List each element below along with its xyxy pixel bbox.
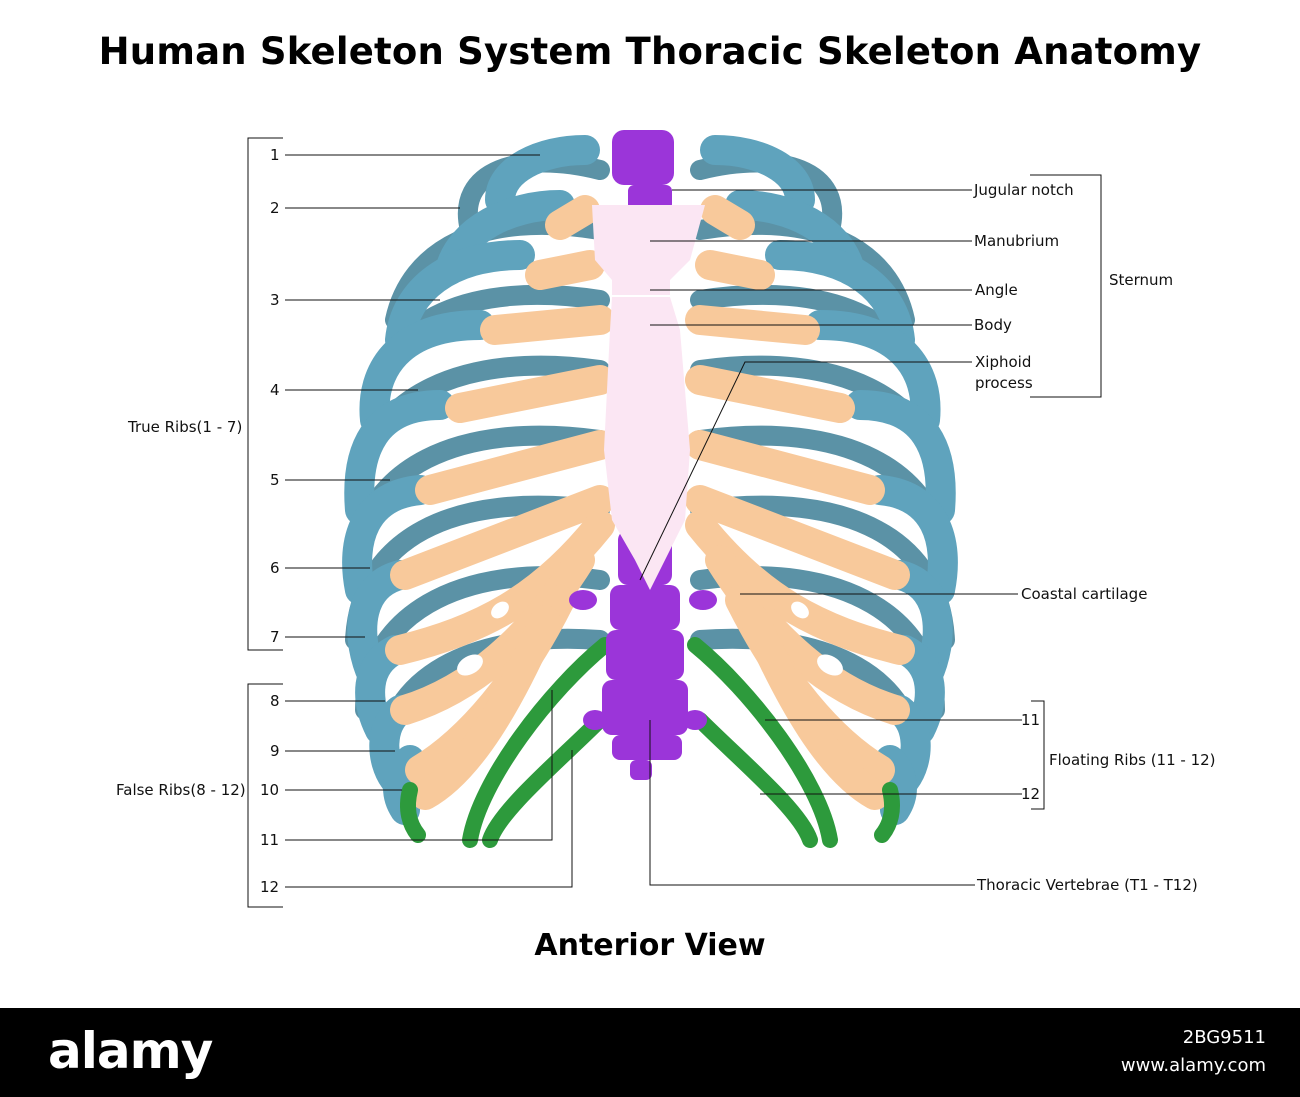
rib-number-4: 4: [270, 381, 280, 399]
floating-rib-11-label: 11: [1021, 711, 1040, 729]
costal-cartilage: [385, 195, 915, 810]
sternum-bracket: [1030, 174, 1102, 398]
thoracic-vertebrae-label: Thoracic Vertebrae (T1 - T12): [976, 876, 1198, 894]
thoracic-skeleton-diagram: 1 2 3 4 5 6 7 8 9 10 11 12 True Ribs(1 -…: [116, 130, 1216, 908]
angle-label: Angle: [975, 281, 1018, 299]
xiphoid-label-line1: Xiphoid: [975, 353, 1031, 371]
view-caption: Anterior View: [534, 928, 766, 963]
body-label: Body: [974, 316, 1012, 334]
image-id: 2BG9511: [1182, 1027, 1266, 1048]
rib-number-3: 3: [270, 291, 280, 309]
rib-number-8: 8: [270, 692, 280, 710]
rib-number-10: 10: [260, 781, 279, 799]
false-ribs-bracket: [247, 683, 283, 908]
sternum-shape: [592, 205, 705, 590]
left-labels: 1 2 3 4 5 6 7 8 9 10 11 12 True Ribs(1 -…: [116, 146, 280, 896]
sternum-group-label: Sternum: [1109, 271, 1173, 289]
thoracic-vertebrae-shape: [569, 130, 717, 780]
manubrium-label: Manubrium: [974, 232, 1059, 250]
floating-ribs: [400, 637, 900, 848]
alamy-logo[interactable]: alamy: [48, 1022, 213, 1080]
true-ribs-label: True Ribs(1 - 7): [127, 418, 242, 436]
floating-ribs-bracket: [1031, 700, 1045, 810]
left-annotations: [247, 137, 573, 908]
watermark-footer: alamy 2BG9511 www.alamy.com: [0, 1008, 1300, 1097]
page-title: Human Skeleton System Thoracic Skeleton …: [98, 30, 1202, 73]
jugular-notch-label: Jugular notch: [973, 181, 1074, 199]
site-url[interactable]: www.alamy.com: [1120, 1055, 1266, 1076]
floating-ribs-group-label: Floating Ribs (11 - 12): [1049, 751, 1216, 769]
xiphoid-label-line2: process: [975, 374, 1033, 392]
rib-cage-illustration: [342, 130, 958, 848]
rib-number-2: 2: [270, 199, 280, 217]
rib-number-11: 11: [260, 831, 279, 849]
rib-number-1: 1: [270, 146, 280, 164]
rib-number-7: 7: [270, 628, 280, 646]
false-ribs-label: False Ribs(8 - 12): [116, 781, 246, 799]
right-annotations: [639, 174, 1102, 886]
rib-number-6: 6: [270, 559, 280, 577]
rib-number-12: 12: [260, 878, 279, 896]
costal-cartilage-label: Coastal cartilage: [1021, 585, 1147, 603]
true-ribs-bracket: [247, 137, 283, 651]
rib-number-5: 5: [270, 471, 280, 489]
cartilage-gaps: [457, 601, 843, 676]
image-reference: 2BG9511 www.alamy.com: [1121, 1024, 1266, 1080]
rib-number-9: 9: [270, 742, 280, 760]
right-labels: Jugular notch Manubrium Angle Body Xipho…: [973, 181, 1216, 894]
floating-rib-12-label: 12: [1021, 785, 1040, 803]
